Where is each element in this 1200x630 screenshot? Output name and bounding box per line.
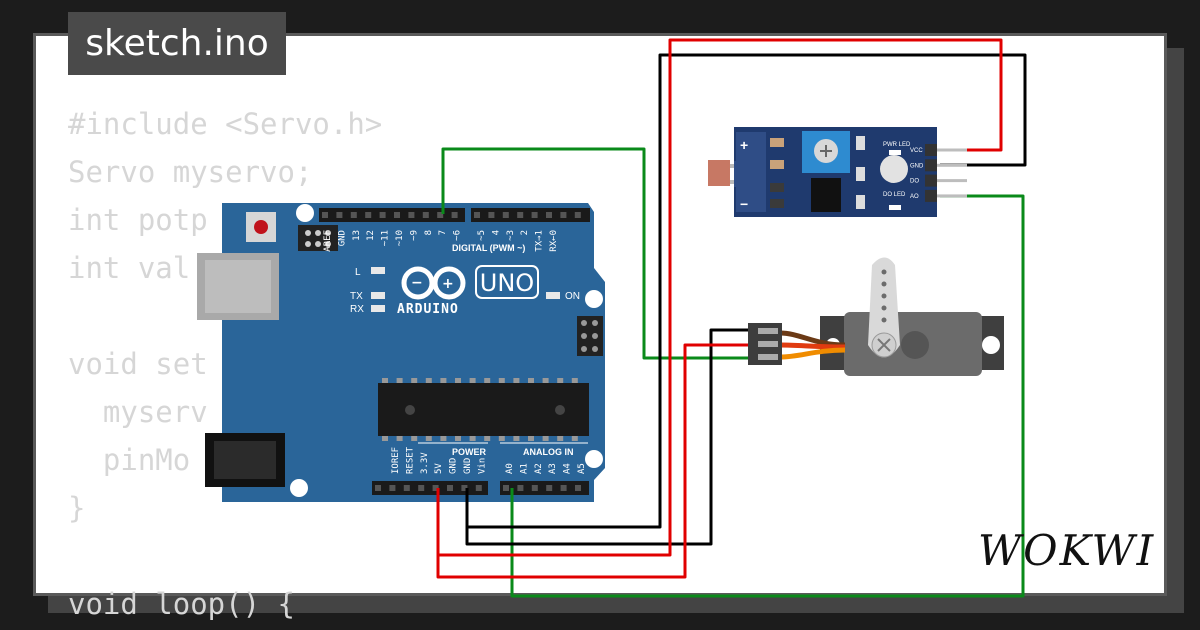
sensor-pin-label: DO — [910, 179, 919, 185]
code-line: #include <Servo.h> — [68, 107, 383, 141]
power-header-label: POWER — [452, 447, 487, 457]
pin-label: ~9 — [409, 230, 419, 241]
pin-label: 12 — [366, 230, 376, 241]
arduino-infinity-logo — [401, 266, 466, 300]
pwr-led-label: PWR LED — [883, 142, 911, 148]
pin-label: Vin — [477, 458, 487, 474]
pin-label: RESET — [405, 446, 415, 474]
pin-label: 8 — [424, 230, 434, 235]
reset-button-cap[interactable] — [254, 220, 268, 234]
led-rx — [371, 305, 385, 312]
pin-label: 13 — [352, 230, 362, 241]
pin-label: AREF — [323, 230, 333, 252]
mounting-hole — [585, 290, 603, 308]
code-line: void set — [68, 347, 208, 381]
pin-label: ~3 — [506, 230, 516, 241]
sensor-minus-sign: − — [740, 196, 748, 212]
pin-label: A2 — [534, 463, 544, 474]
light-sensor-module[interactable]: + − PWR LED DO LED VCC GND DO AO — [708, 127, 967, 217]
led-label-on: ON — [565, 291, 580, 302]
svg-text:+: + — [442, 276, 454, 292]
pin-label: A1 — [519, 463, 529, 474]
pin-label: 2 — [520, 230, 530, 235]
comparator-chip — [811, 178, 841, 212]
pin-label: 4 — [491, 230, 501, 235]
pin-label: 3.3V — [420, 452, 430, 474]
pin-label: A4 — [563, 463, 573, 474]
mounting-hole — [290, 479, 308, 497]
analog-header-label: ANALOG IN — [523, 447, 574, 457]
sketch-filename-tab[interactable]: sketch.ino — [68, 12, 286, 75]
code-line: void loop() { — [68, 587, 295, 621]
wire-servo-vcc[interactable] — [436, 343, 748, 579]
code-line: } — [68, 491, 86, 525]
mounting-hole — [585, 450, 603, 468]
pin-label: A3 — [548, 463, 558, 474]
pin-label: 7 — [438, 230, 448, 235]
pin-label: TX→1 — [535, 230, 545, 252]
do-led-label: DO LED — [883, 192, 906, 198]
sensor-pin-label: AO — [910, 194, 919, 200]
mounting-hole — [296, 204, 314, 222]
wokwi-logo: WOKWI — [978, 526, 1156, 575]
pin-label: IOREF — [391, 447, 401, 474]
code-line: int potp — [68, 203, 208, 237]
sensor-pin-label: VCC — [910, 148, 923, 154]
pin-label: RX←0 — [549, 230, 559, 252]
digital-header-left — [319, 208, 465, 222]
pin-label: A0 — [505, 463, 515, 474]
analog-header — [500, 481, 589, 495]
led-tx — [371, 292, 385, 299]
pin-label: ~10 — [395, 230, 405, 246]
pin-label: ~5 — [477, 230, 487, 241]
sensor-plus-sign: + — [740, 137, 748, 153]
pin-label: GND — [337, 230, 347, 246]
pin-label: 5V — [434, 463, 444, 474]
svg-text:−: − — [411, 275, 423, 291]
pin-label: GND — [449, 458, 459, 474]
board-model-label: UNO — [480, 269, 534, 297]
sensor-pin-label: GND — [910, 163, 924, 169]
code-line: myserv — [68, 395, 208, 429]
led-label-rx: RX — [350, 304, 364, 315]
code-line: Servo myservo; — [68, 155, 313, 189]
wire-servo-gnd[interactable] — [465, 328, 748, 546]
digital-header-right — [471, 208, 590, 222]
pin-label: ~11 — [381, 230, 391, 246]
pin-label: GND — [463, 458, 473, 474]
led-on — [546, 292, 560, 299]
board-brand-label: ARDUINO — [397, 302, 459, 317]
pin-label: A5 — [577, 463, 587, 474]
code-preview: #include <Servo.h> Servo myservo; int potp… — [68, 100, 382, 628]
code-line: pinMo — [68, 443, 191, 477]
led-l — [371, 267, 385, 274]
digital-header-label: DIGITAL (PWM ~) — [452, 243, 525, 253]
led-label-tx: TX — [350, 291, 363, 302]
led-label-l: L — [355, 267, 361, 278]
code-line: int val — [68, 251, 191, 285]
wire-sensor-ao[interactable] — [510, 194, 1025, 598]
wire-servo-signal[interactable] — [441, 147, 748, 360]
servo-motor[interactable] — [748, 257, 1004, 377]
ldr-photoresistor — [708, 160, 730, 186]
wires — [436, 38, 1027, 598]
power-header — [372, 481, 488, 495]
pin-label: ~6 — [453, 230, 463, 241]
